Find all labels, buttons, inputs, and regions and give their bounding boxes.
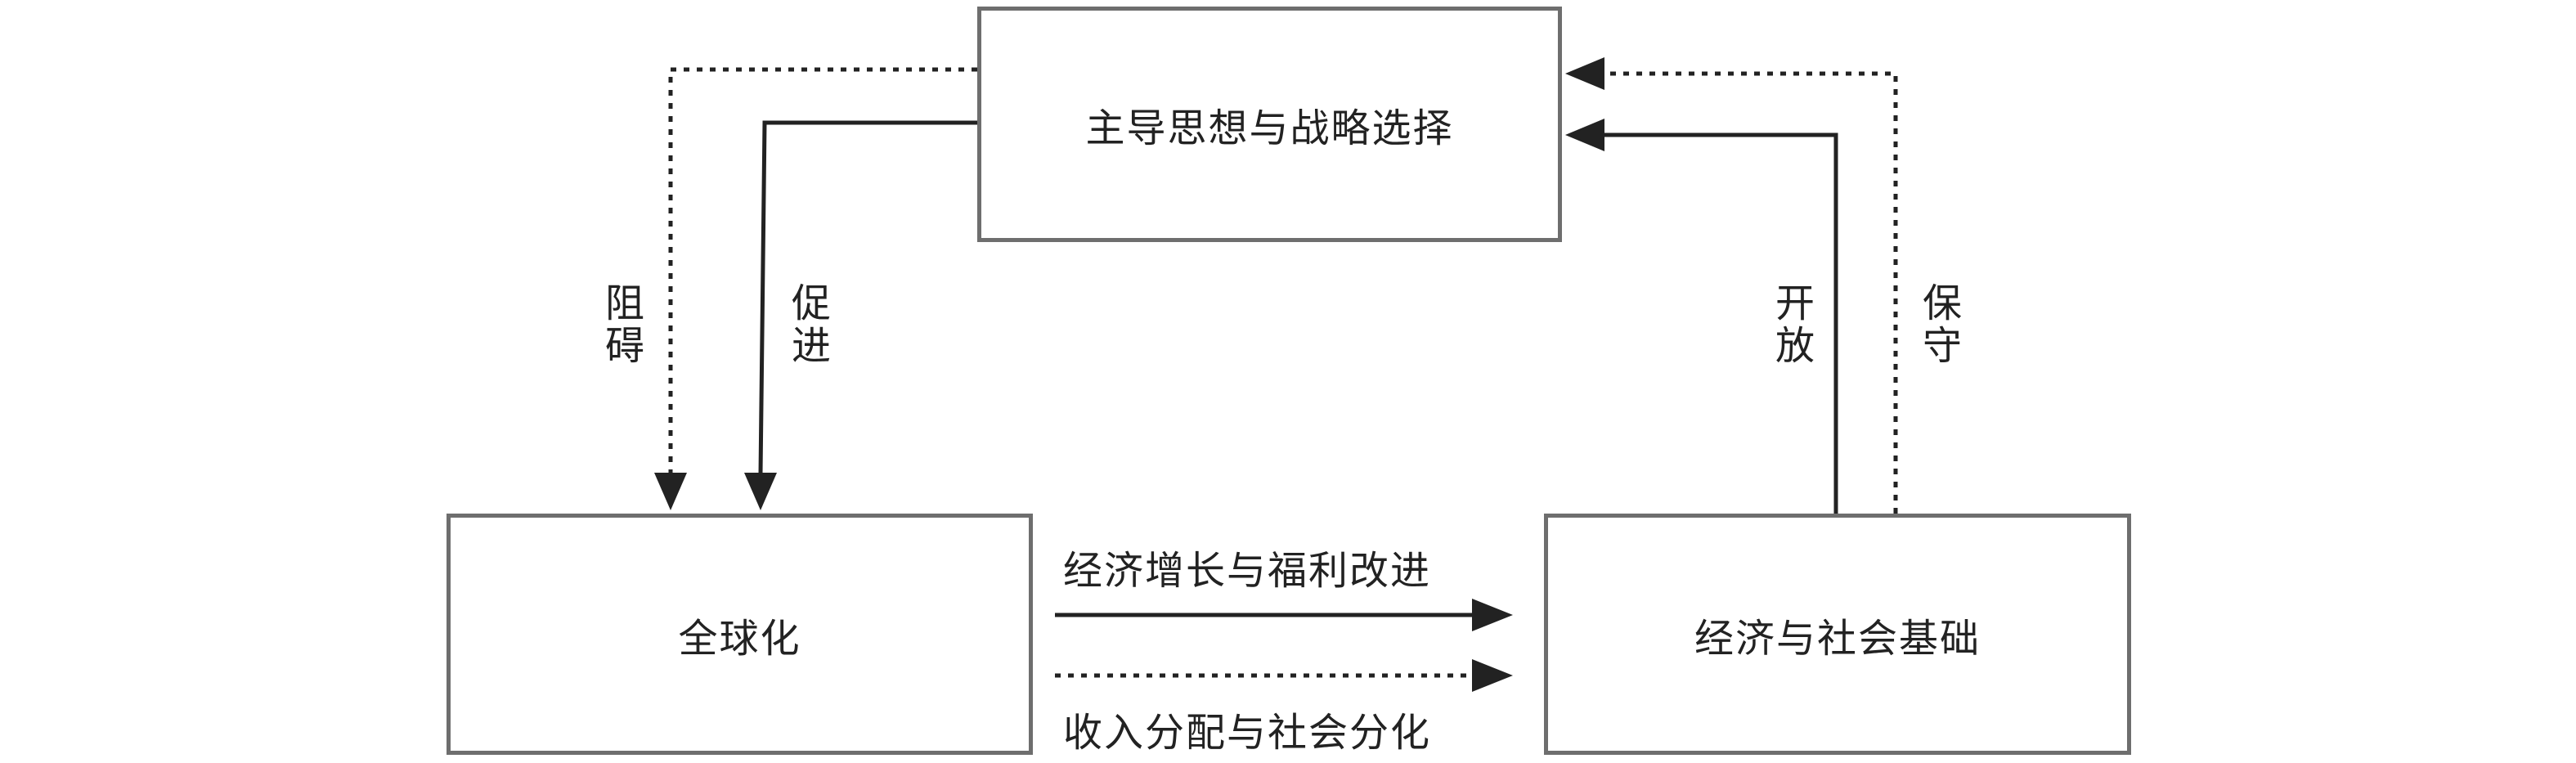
open-arrow — [1565, 119, 1838, 514]
label-growth: 经济增长与福利改进 — [1063, 548, 1432, 594]
label-promote: 促进 — [784, 282, 830, 367]
box-economic-social-foundation: 经济与社会基础 — [1544, 514, 2131, 755]
label-distribution: 收入分配与社会分化 — [1063, 710, 1432, 756]
box-globalization: 全球化 — [447, 514, 1033, 755]
conservative-arrow — [1565, 57, 1898, 514]
box-globalization-label: 全球化 — [678, 615, 801, 662]
box-strategy-label: 主导思想与战略选择 — [1085, 105, 1454, 151]
label-open: 开放 — [1768, 282, 1814, 367]
box-economic-social-foundation-label: 经济与社会基础 — [1694, 615, 1981, 662]
label-conservative: 保守 — [1915, 282, 1961, 367]
hinder-arrow — [654, 67, 977, 510]
promote-arrow — [744, 120, 977, 510]
growth-arrow — [1055, 599, 1513, 631]
label-hinder: 阻碍 — [598, 282, 644, 367]
box-strategy: 主导思想与战略选择 — [977, 7, 1562, 242]
distribution-arrow — [1055, 659, 1513, 692]
